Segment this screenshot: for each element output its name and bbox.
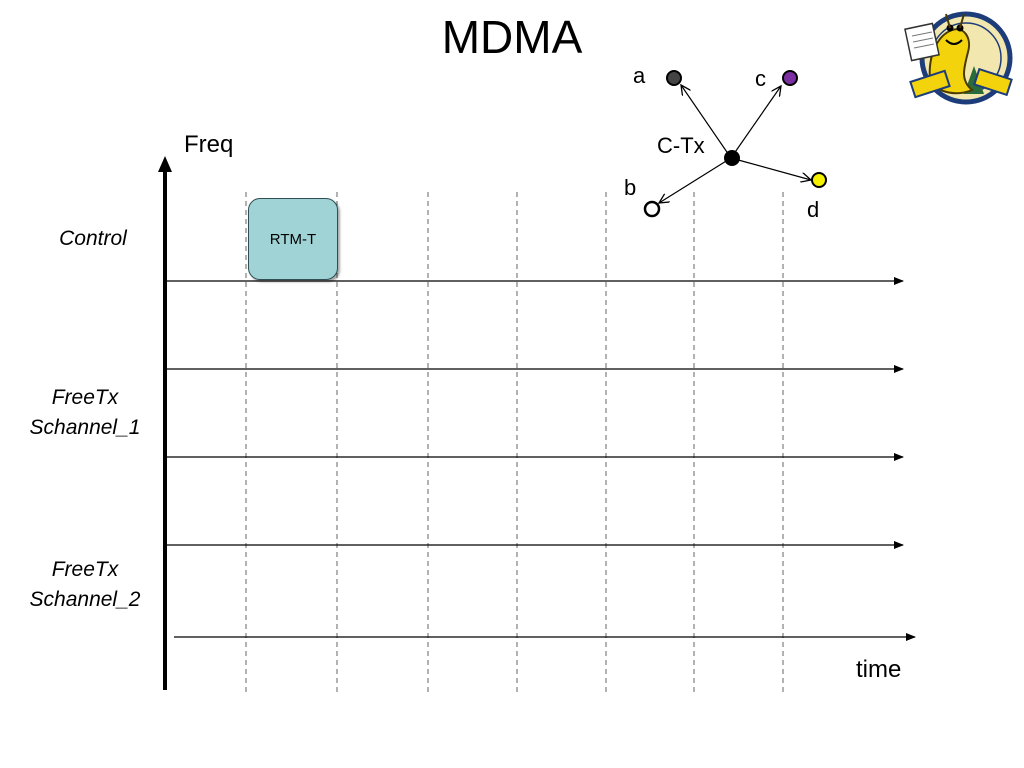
network-edges xyxy=(659,85,811,203)
node-c xyxy=(782,70,798,86)
edge-to-b xyxy=(659,157,732,203)
ucsc-banana-slug-seal-icon xyxy=(904,11,1013,105)
slide-title: MDMA xyxy=(441,11,583,63)
edge-to-d xyxy=(730,157,811,180)
row-label-schannel-2: FreeTx Schannel_2 xyxy=(10,555,160,615)
channel-lines xyxy=(163,277,916,641)
row-label-line: FreeTx xyxy=(51,386,119,409)
rtm-t-label: RTM-T xyxy=(269,230,317,248)
node-label-d: d xyxy=(807,197,820,222)
node-label-a: a xyxy=(633,63,646,88)
row-label-line: Schannel_2 xyxy=(29,588,141,611)
row-label-line: Schannel_1 xyxy=(29,416,141,439)
edge-to-c xyxy=(730,86,781,159)
edge-to-a xyxy=(681,85,732,159)
row-label-schannel-1: FreeTx Schannel_1 xyxy=(10,383,160,443)
row-label-line: FreeTx xyxy=(51,558,119,581)
node-d xyxy=(811,172,827,188)
time-axis-label: time xyxy=(856,656,902,683)
node-ctx xyxy=(724,150,740,166)
time-slot-dividers xyxy=(245,192,784,692)
node-label-c: c xyxy=(755,66,766,91)
rtm-t-block: RTM-T xyxy=(248,198,338,280)
node-label-ctx: C-Tx xyxy=(657,133,705,158)
freq-axis-arrowhead xyxy=(158,156,172,172)
node-label-b: b xyxy=(624,175,637,200)
node-a xyxy=(666,70,682,86)
row-label-control: Control xyxy=(59,227,127,250)
freq-axis-label: Freq xyxy=(184,131,234,158)
node-b xyxy=(643,200,661,218)
